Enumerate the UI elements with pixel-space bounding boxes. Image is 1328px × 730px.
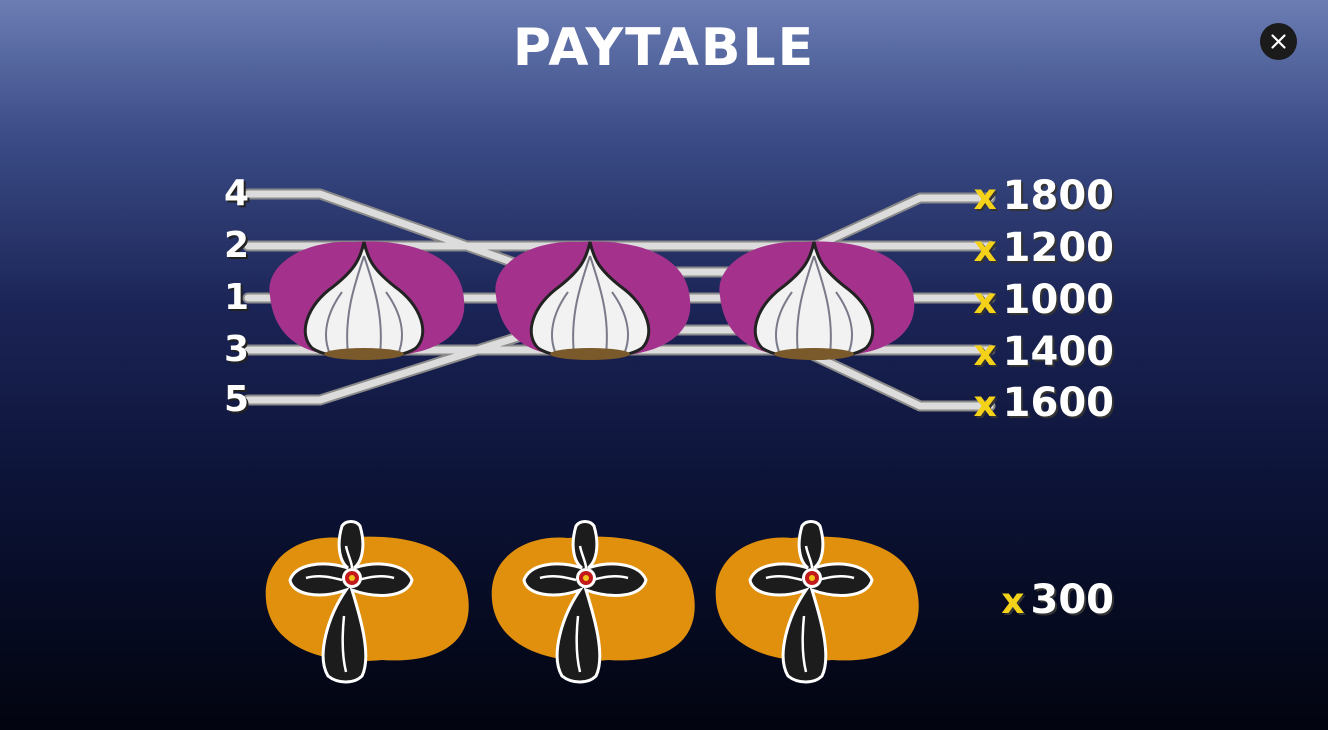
cross-icon [748,520,874,684]
payline-number-2: 2 [224,225,250,266]
garlic-icon [303,241,425,360]
multiplier-x: x [973,177,997,218]
payline-number-3: 3 [224,329,250,370]
multiplier-x: x [973,333,997,374]
garlic-symbol [269,241,465,360]
close-icon [1271,34,1286,49]
multiplier-value: 1400 [1002,329,1114,375]
garlic-symbol [719,241,915,360]
close-button[interactable] [1260,23,1297,60]
multiplier-value: 1200 [1002,225,1114,271]
cross-symbol [265,520,469,684]
cross-icon [288,520,414,684]
multiplier-x: x [973,229,997,270]
multiplier-value: 1000 [1002,277,1114,323]
payline-number-5: 5 [224,379,250,420]
payline-number-4: 4 [224,173,250,214]
multiplier-x: x [973,384,997,425]
multiplier-value: 1800 [1002,173,1114,219]
cross-symbol [715,520,919,684]
cross-icon [522,520,648,684]
garlic-symbol [495,241,691,360]
multiplier-x: x [1001,581,1025,622]
multiplier-x: x [973,281,997,322]
cross-symbol [491,520,695,684]
garlic-icon [753,241,875,360]
garlic-icon [529,241,651,360]
paytable-title: PAYTABLE [512,18,816,78]
payline-number-1: 1 [224,277,250,318]
multiplier-value: 300 [1030,577,1115,623]
multiplier-value: 1600 [1002,380,1114,426]
